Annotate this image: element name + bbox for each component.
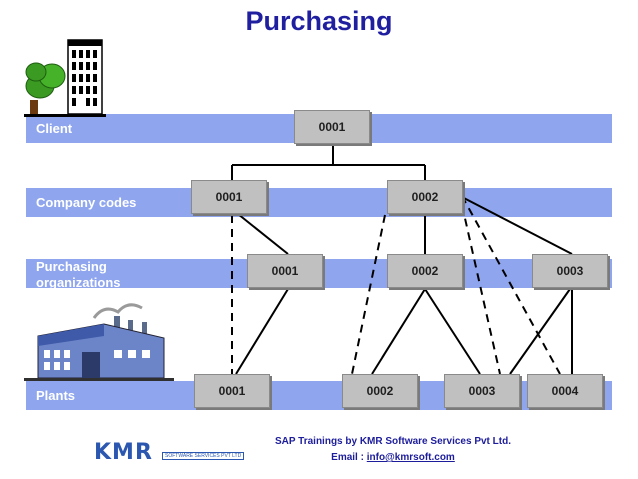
company-codes-band	[26, 188, 612, 217]
client-node-0001[interactable]: 0001	[294, 110, 370, 144]
plant-node-0001[interactable]: 0001	[194, 374, 270, 408]
purchasing-org-node-0003[interactable]: 0003	[532, 254, 608, 288]
email-link[interactable]: info@kmrsoft.com	[366, 452, 455, 463]
office-building-icon	[24, 39, 106, 117]
connector-porg3-plant3	[509, 288, 571, 375]
connector-cc2-plant2-dashed	[351, 214, 386, 375]
connector-porg2-plant2	[371, 288, 426, 375]
connector-porg1-plant1	[235, 288, 289, 375]
factory-icon	[24, 303, 174, 381]
client-label: Client	[36, 121, 73, 136]
connector-cc1-porg1	[237, 213, 289, 255]
company-codes-label: Company codes	[36, 195, 137, 210]
footer-line1: SAP Trainings by KMR Software Services P…	[275, 436, 511, 447]
company-code-node-0002[interactable]: 0002	[387, 180, 463, 214]
kmr-logo: KMR	[94, 440, 153, 465]
connector-cc2-plant3-dashed	[461, 204, 501, 375]
purchasing-org-node-0002[interactable]: 0002	[387, 254, 463, 288]
connector-cc2-porg3	[459, 195, 573, 255]
connector-cc2-plant4-dashed	[461, 195, 561, 375]
plant-node-0004[interactable]: 0004	[527, 374, 603, 408]
connector-porg2-plant3	[424, 288, 481, 375]
page-title: Purchasing	[245, 6, 393, 36]
kmr-logo-subtitle: SOFTWARE SERVICES PVT LTD	[162, 452, 245, 460]
footer-line2: Email : info@kmrsoft.com	[258, 450, 528, 466]
plant-node-0002[interactable]: 0002	[342, 374, 418, 408]
email-label: Email :	[331, 452, 367, 463]
purchasing-org-node-0001[interactable]: 0001	[247, 254, 323, 288]
purchasing-orgs-label: Purchasing organizations	[36, 259, 121, 290]
company-code-node-0001[interactable]: 0001	[191, 180, 267, 214]
plant-node-0003[interactable]: 0003	[444, 374, 520, 408]
footer-credits: SAP Trainings by KMR Software Services P…	[258, 434, 528, 466]
plants-label: Plants	[36, 388, 76, 403]
